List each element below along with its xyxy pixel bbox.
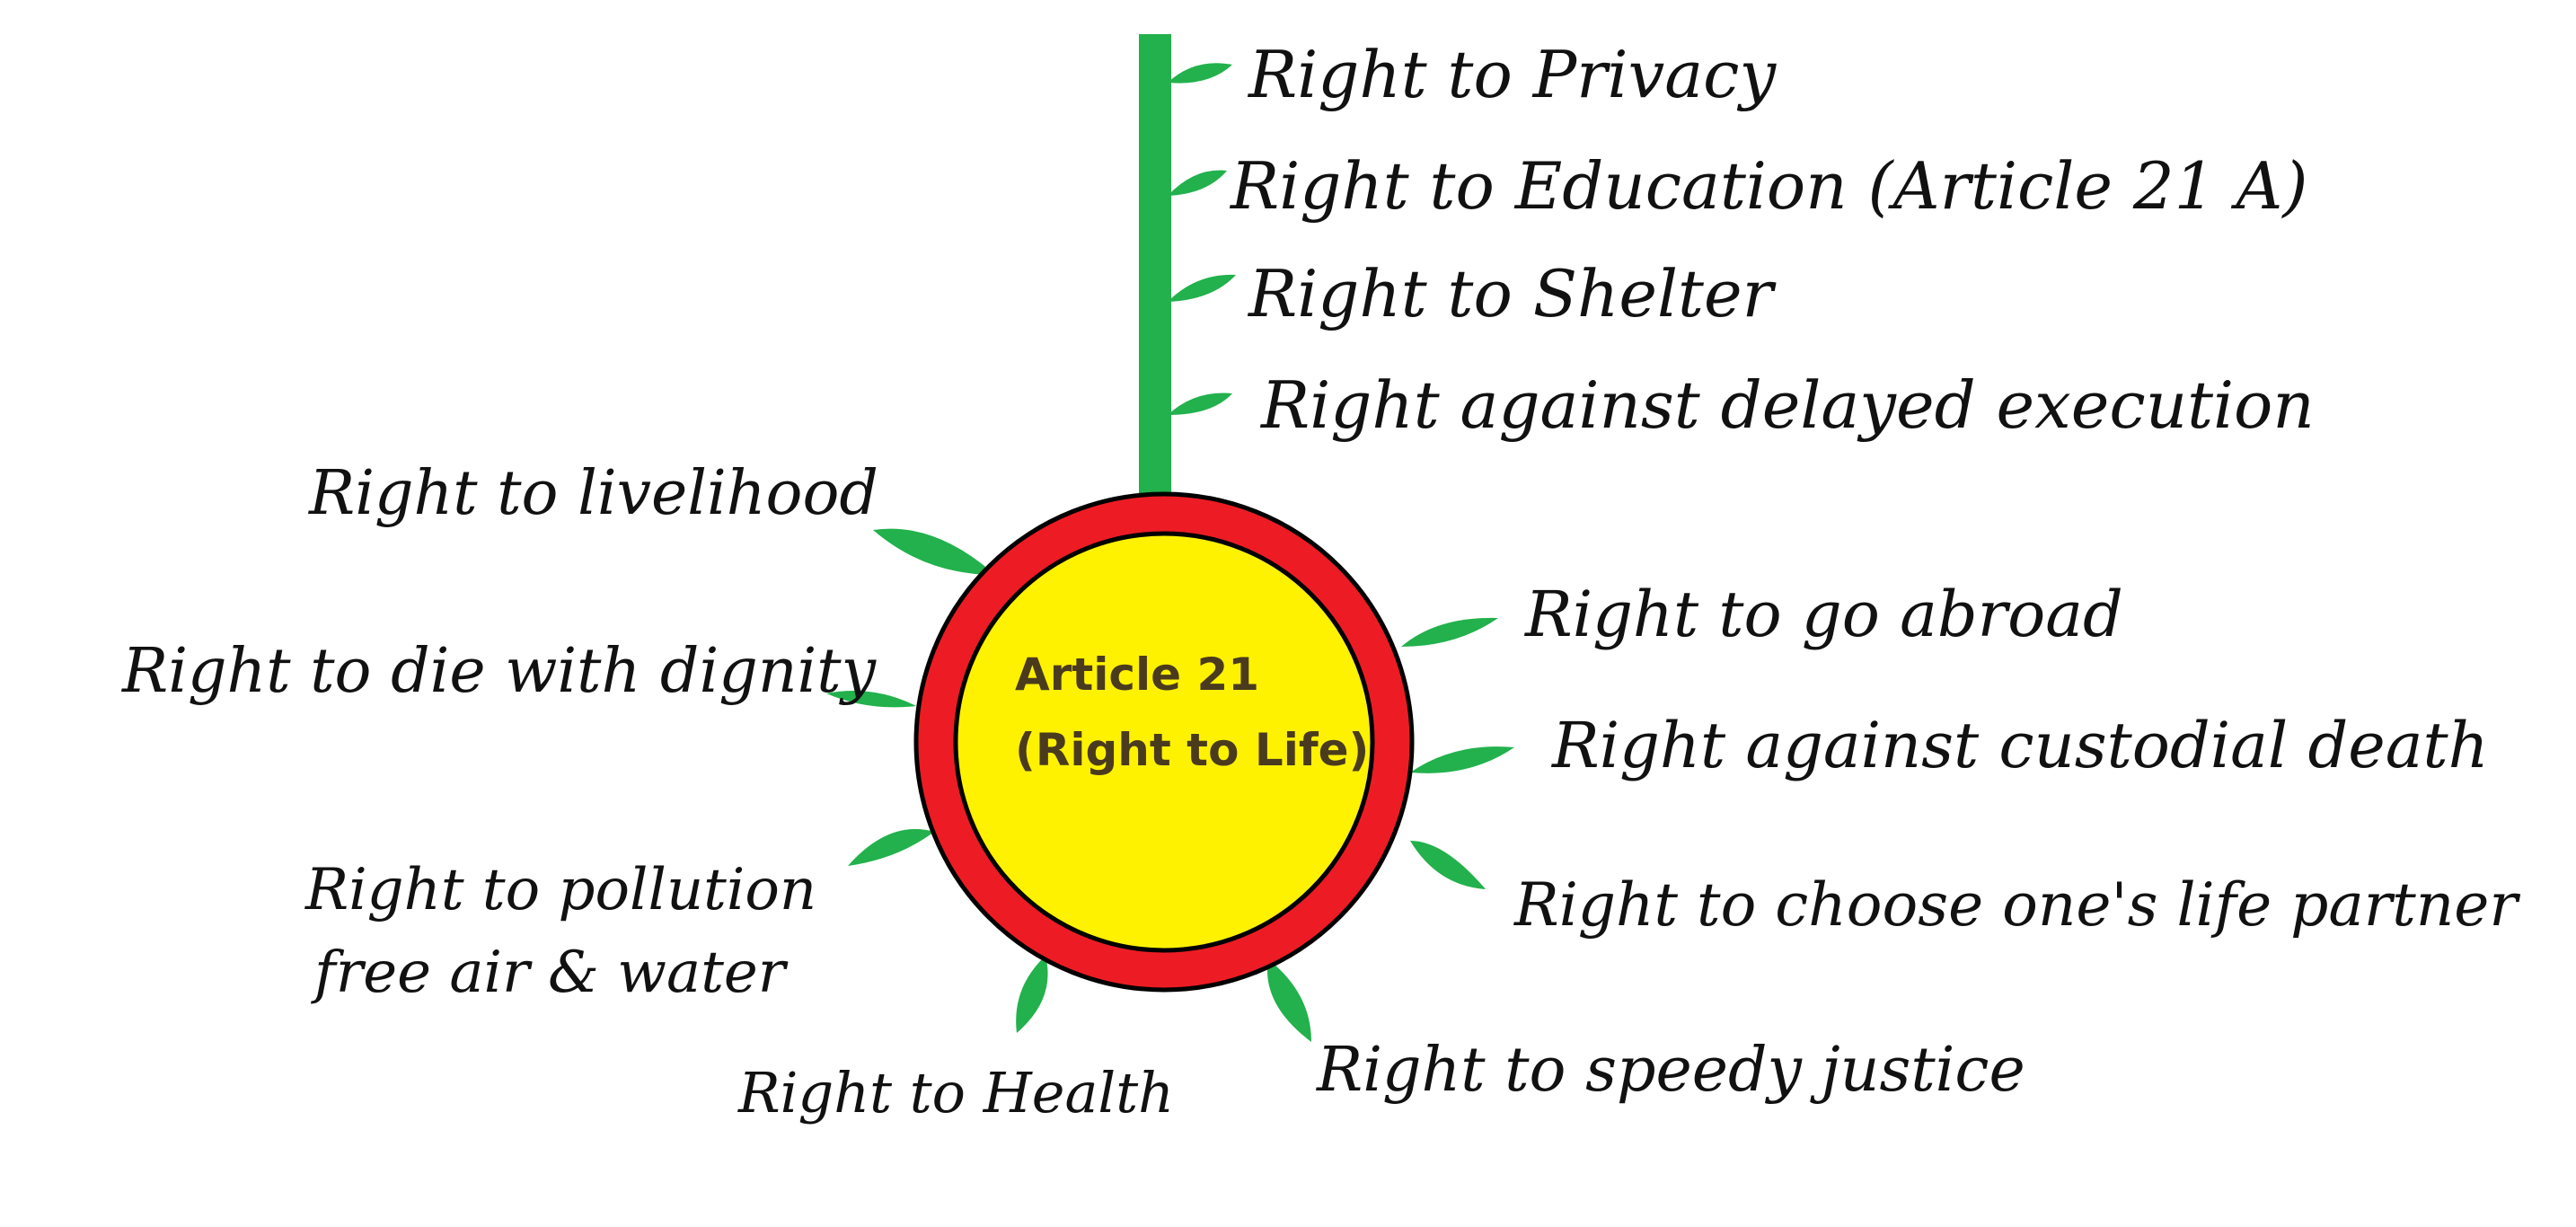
flower-leaves: [826, 528, 1514, 1042]
leaf: [1267, 959, 1311, 1042]
stem: [1139, 34, 1171, 501]
center-subtitle: (Right to Life): [1015, 724, 1369, 776]
label-right-to-go-abroad: Right to go abroad: [1523, 578, 2123, 651]
label-free-air-and-water: free air & water: [311, 940, 789, 1006]
leaf: [1410, 841, 1486, 889]
leaf: [873, 528, 995, 575]
label-right-to-speedy-justice: Right to speedy justice: [1315, 1035, 2025, 1106]
label-right-to-education: Right to Education (Article 21 A): [1229, 148, 2307, 224]
leaf: [1168, 393, 1232, 415]
leaf: [1016, 956, 1048, 1033]
leaf: [1168, 63, 1232, 84]
label-right-to-pollution: Right to pollution: [304, 857, 816, 923]
leaf: [1168, 274, 1236, 302]
label-right-to-privacy: Right to Privacy: [1247, 37, 1778, 112]
inner-core: [953, 531, 1375, 953]
label-right-against-custodial-death: Right against custodial death: [1550, 709, 2489, 782]
leaf: [848, 829, 934, 866]
leaf: [826, 691, 916, 708]
leaf: [1168, 170, 1227, 196]
stem-leaves: [1168, 63, 1236, 415]
label-right-to-shelter: Right to Shelter: [1247, 256, 1777, 331]
label-right-to-livelihood: Right to livelihood: [307, 458, 878, 529]
label-right-against-delayed-execution: Right against delayed execution: [1259, 367, 2315, 443]
leaf: [1401, 617, 1498, 647]
leaf: [1410, 746, 1514, 773]
label-right-to-health: Right to Health: [737, 1060, 1174, 1125]
label-right-to-choose-life-partner: Right to choose one's life partner: [1513, 870, 2520, 940]
label-right-to-die-with-dignity: Right to die with dignity: [120, 636, 878, 707]
center-title: Article 21: [1015, 649, 1259, 701]
